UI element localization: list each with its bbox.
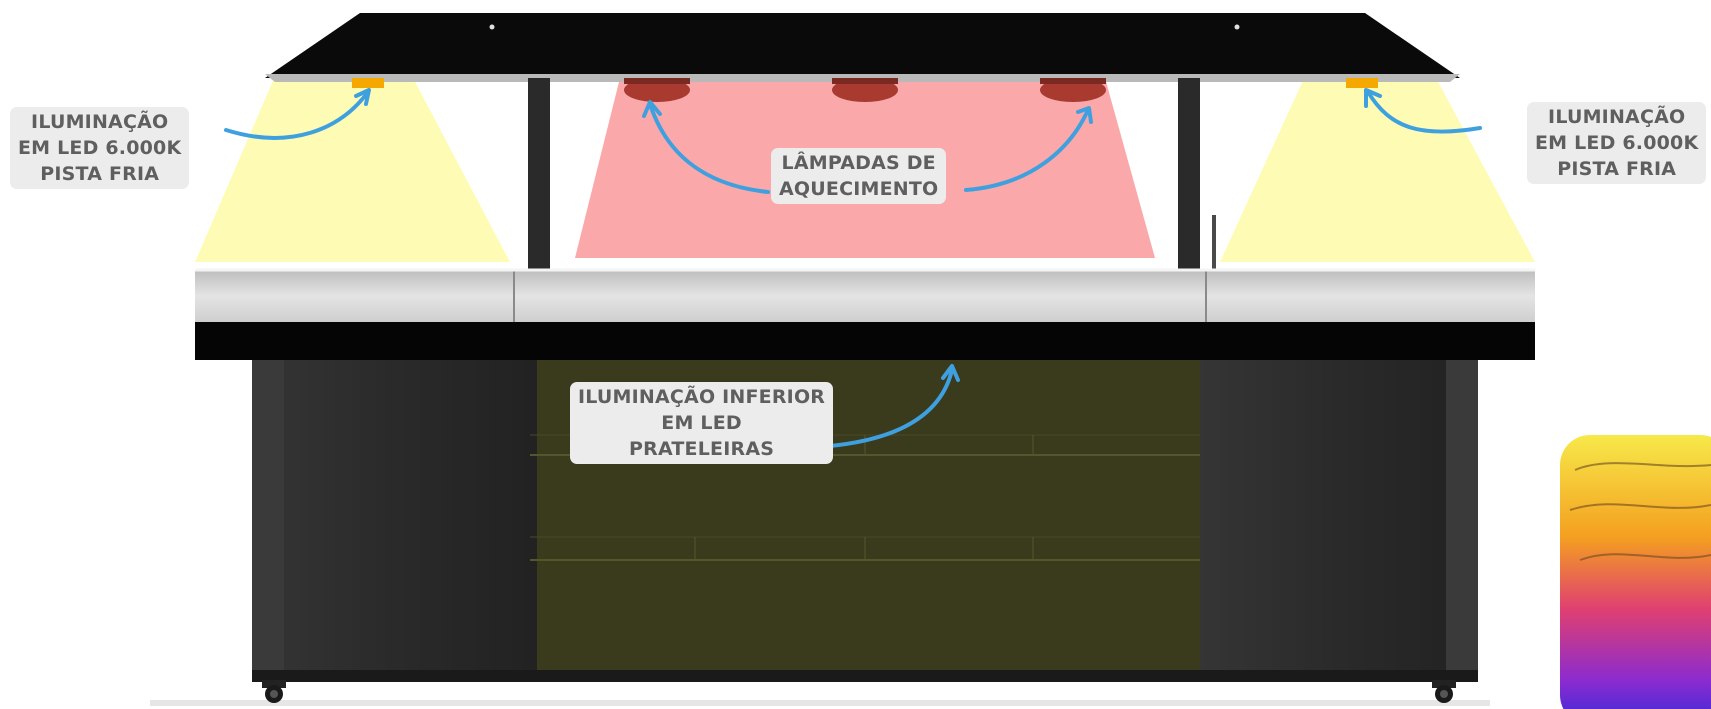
caster-wheel-icon [1432,680,1456,703]
callout-line: EM LED 6.000K [18,137,182,159]
arrow-icon [1076,106,1093,124]
arrow-icon [1364,88,1382,108]
callout-line: EM LED 6.000K [1535,132,1699,154]
heat-lamp-mount [624,78,690,84]
led-left-callout: ILUMINAÇÃO EM LED 6.000K PISTA FRIA [10,107,190,189]
lower-led-callout: ILUMINAÇÃO INFERIOR EM LED PRATELEIRAS [570,382,834,464]
callout-line: ILUMINAÇÃO [31,111,169,133]
arrow-icon [648,102,770,194]
canopy-screw-left [489,24,495,30]
callout-line: LÂMPADAS DE [781,152,936,174]
callout-line: PRATELEIRAS [629,438,775,460]
callout-line: PISTA FRIA [1557,158,1677,180]
support-post-right [1178,78,1200,323]
led-light-cone-left [195,76,510,262]
callout-line: EM LED [661,412,742,434]
cabinet-bottom-rail [252,670,1478,682]
cabinet-left [252,360,537,682]
heat-lamp-mount [832,78,898,84]
arrow-icon [1366,90,1482,134]
arrow-icon [964,108,1090,192]
callout-line: ILUMINAÇÃO [1548,106,1686,128]
callout-line: PISTA FRIA [40,163,160,185]
thermal-image-thumbnail [1560,435,1711,709]
led-light-cone-right [1220,76,1535,262]
canopy-top [265,13,1460,78]
arrow-icon [642,100,662,118]
canopy-screw-right [1234,24,1240,30]
led-fixture-icon [352,78,384,88]
glass-band [195,270,1535,322]
heat-lamp-mount [1040,78,1106,84]
cabinet-right [1200,360,1478,682]
arrow-icon [941,364,960,382]
arrow-icon [354,88,371,106]
led-fixture-icon [1346,78,1378,88]
support-post-left [528,78,550,323]
cabinet-left-edge [252,360,284,682]
cabinet-right-edge [1446,360,1478,682]
heating-lamps-callout: LÂMPADAS DE AQUECIMENTO [771,148,947,204]
floor-shadow [150,700,1490,706]
arrow-icon [224,90,370,140]
thermal-image-texture [1569,462,1711,561]
callout-line: AQUECIMENTO [779,178,939,200]
caster-wheel-icon [262,680,286,703]
arrow-icon [828,368,954,448]
callout-line: ILUMINAÇÃO INFERIOR [578,386,826,408]
led-right-callout: ILUMINAÇÃO EM LED 6.000K PISTA FRIA [1527,102,1707,184]
counter-top [195,322,1535,360]
